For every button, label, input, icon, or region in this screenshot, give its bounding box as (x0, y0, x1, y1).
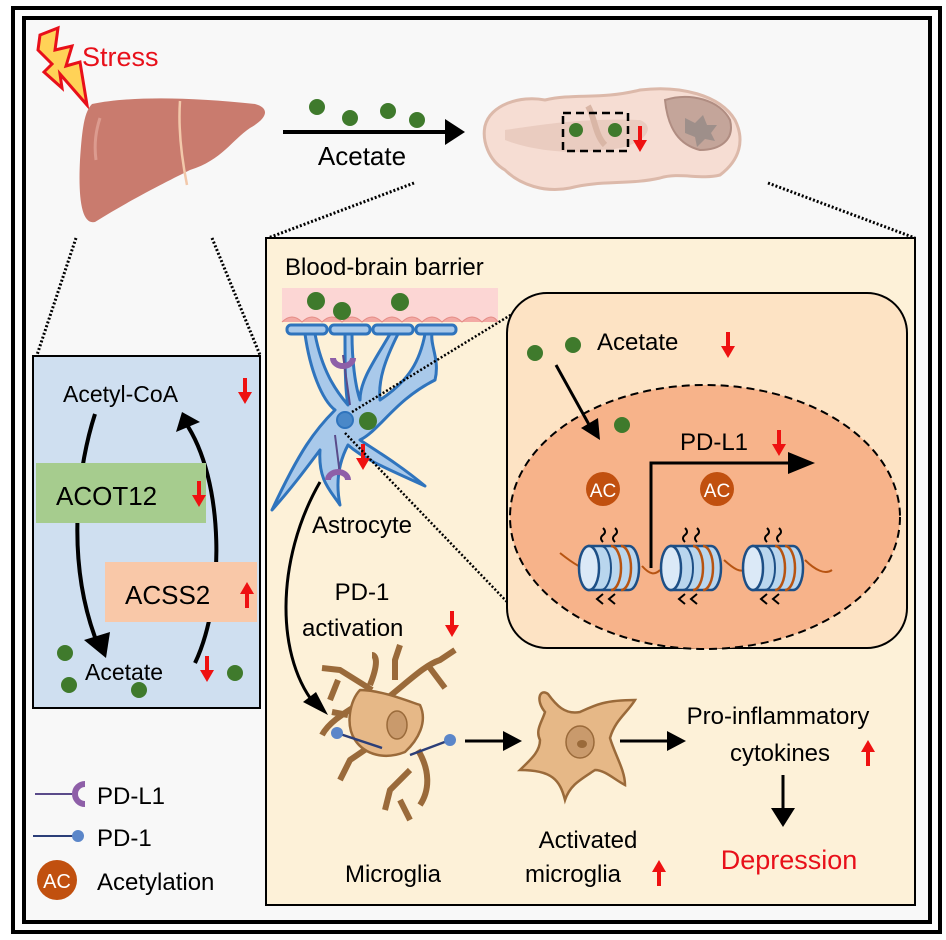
acetylation-icon (37, 860, 77, 900)
inset-acetate-label: Acetate (597, 329, 678, 356)
acetate-transport: Acetate (283, 99, 465, 171)
acetate-dot (333, 302, 351, 320)
ac-badge-text: AC (590, 481, 616, 502)
acss2-label: ACSS2 (125, 580, 210, 610)
brain-sagittal-icon (482, 87, 742, 191)
arrowhead-icon (788, 452, 815, 474)
ac-badge-text: AC (704, 481, 730, 502)
transport-label: Acetate (318, 141, 406, 171)
depression-label: Depression (721, 845, 858, 875)
ac-badge-text: AC (43, 871, 71, 893)
acetate-dot (57, 645, 73, 661)
pd1-stalk (336, 731, 383, 750)
acetate-dot (380, 103, 396, 119)
arrowhead-icon (581, 418, 600, 440)
pdl1-stalk (334, 434, 341, 476)
acetate-dot (342, 110, 358, 126)
astrocyte-nucleus (336, 411, 354, 429)
brain-region-box (561, 111, 630, 153)
legend: PD-L1 PD-1 AC Acetylation (33, 781, 214, 900)
legend-item-acetylation: AC Acetylation (37, 860, 214, 900)
acetate-dot (565, 337, 581, 353)
nucleus (509, 384, 901, 650)
transcription-arrow (649, 461, 790, 568)
acetate-label: Acetate (85, 659, 163, 685)
activated-microglia-icon (516, 691, 638, 805)
acetyl-coa-label: Acetyl-CoA (63, 381, 179, 407)
arrowhead-icon (503, 731, 522, 751)
legend-label: PD-1 (97, 825, 152, 852)
pd1-receptor-icon (331, 727, 343, 739)
arrowhead-icon (84, 632, 110, 658)
cytokines-label-line2: cytokines (730, 740, 830, 767)
outer-frame (11, 6, 942, 934)
acetate-dot (614, 417, 630, 433)
acss2-reaction-arrow (183, 420, 219, 664)
acetate-dot (359, 412, 377, 430)
pdl1-receptor-icon (330, 357, 356, 369)
acetylation-icon (586, 472, 620, 506)
acetate-dot (527, 345, 543, 361)
acetate-dot (391, 293, 409, 311)
pdl1-receptor-icon (72, 781, 86, 807)
astrocyte-label: Astrocyte (312, 512, 412, 539)
pd1-activation-label-line1: PD-1 (335, 579, 390, 606)
endothelial-cells (281, 316, 499, 323)
legend-label: PD-L1 (97, 783, 165, 810)
astrocyte-icon (270, 323, 458, 512)
acetate-dot (569, 123, 583, 137)
pd1-stalk (409, 738, 451, 757)
acetate-dot (608, 123, 622, 137)
arrowhead-icon (445, 119, 465, 145)
activated-microglia-label-line1: Activated (539, 827, 638, 854)
astrocyte-cell-inset: Acetate PD-L1 AC AC (506, 292, 908, 650)
arrowhead-icon (771, 808, 795, 827)
pdl1-receptor-icon (325, 469, 351, 481)
acetylation-icon (700, 472, 734, 506)
arrowhead-icon (176, 412, 200, 432)
legend-item-pd1: PD-1 (33, 825, 152, 852)
cytokines-label-line1: Pro-inflammatory (687, 703, 870, 730)
acetate-dot (309, 99, 325, 115)
lightning-bolt-icon (36, 25, 90, 110)
arrowhead-icon (667, 731, 686, 751)
acss2-box (105, 562, 257, 622)
pd1-receptor-icon (72, 830, 84, 842)
acetate-dot (307, 292, 325, 310)
acetate-import-arrow (554, 364, 594, 431)
acetate-dot (409, 112, 425, 128)
pd1-signal-arrow (284, 481, 322, 709)
acetate-dot (227, 665, 243, 681)
acot12-label: ACOT12 (56, 481, 157, 511)
zoom-line (35, 237, 78, 356)
stress-label: Stress (82, 42, 159, 72)
zoom-line (210, 237, 262, 356)
acetate-dot (131, 682, 147, 698)
bbb-label: Blood-brain barrier (285, 254, 484, 281)
microglia-label: Microglia (345, 861, 442, 888)
arrowhead-icon (303, 692, 328, 715)
activated-microglia-label-line2: microglia (525, 861, 622, 888)
microglia-icon (319, 644, 457, 822)
acetate-dot (61, 677, 77, 693)
legend-label: Acetylation (97, 869, 214, 896)
pd1-activation-label-line2: activation (302, 615, 403, 642)
acot12-box (36, 463, 206, 523)
gene-label: PD-L1 (680, 429, 748, 456)
liver-icon (79, 98, 266, 223)
legend-item-pdl1: PD-L1 (35, 781, 165, 810)
zoom-line (351, 306, 523, 414)
microglia-nucleus (386, 710, 408, 740)
pd1-receptor-icon (444, 734, 456, 746)
liver-metabolism-panel: Acetyl-CoA ACOT12 ACSS2 Acetate (32, 355, 261, 709)
